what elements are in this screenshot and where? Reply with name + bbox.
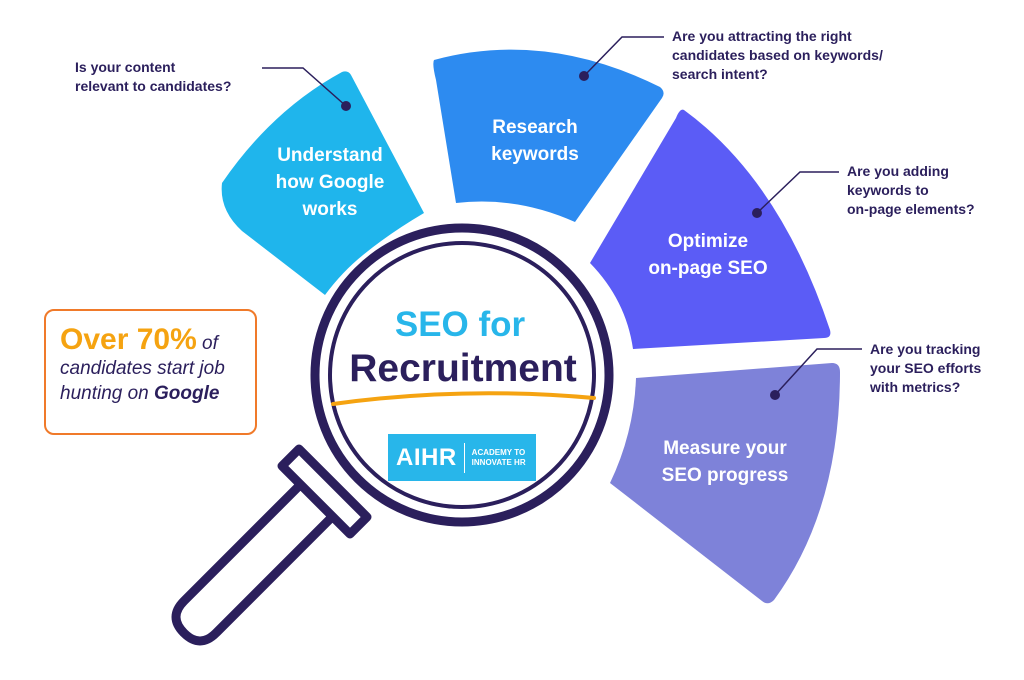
- callout-dot-3: [752, 208, 762, 218]
- stat-callout: Over 70% of candidates start job hunting…: [44, 309, 257, 435]
- logo-main-text: AIHR: [396, 443, 457, 471]
- title-line-2: Recruitment: [349, 347, 577, 390]
- segment-4-label: Measure your SEO progress: [661, 438, 789, 486]
- segment-3-label: Optimize on-page SEO: [648, 231, 768, 279]
- question-2: Are you attracting the right candidates …: [672, 28, 883, 82]
- segment-2-shape: [433, 49, 664, 222]
- question-1: Is your content relevant to candidates?: [75, 59, 232, 94]
- callout-line-3: [756, 171, 839, 214]
- segment-3-shape: [590, 109, 831, 350]
- segment-1-label: Understand how Google works: [275, 145, 385, 220]
- callout-line-2: [583, 36, 664, 77]
- segment-1-shape: [221, 71, 424, 295]
- callout-line-4: [774, 348, 862, 396]
- callout-dot-4: [770, 390, 780, 400]
- question-3: Are you adding keywords to on-page eleme…: [847, 163, 975, 217]
- magnifier-handle: [171, 474, 343, 646]
- logo-subtext: ACADEMY TO INNOVATE HR: [471, 447, 526, 467]
- segment-4-shape: [610, 363, 840, 604]
- question-4: Are you tracking your SEO efforts with m…: [870, 341, 982, 395]
- title-underline: [331, 391, 596, 406]
- logo-separator: [463, 442, 465, 473]
- stat-text-1: of: [196, 333, 218, 354]
- magnifier-collar: [277, 444, 372, 539]
- stat-text-4: Google: [154, 383, 220, 404]
- title-line-1: SEO for: [394, 305, 526, 344]
- callout-line-1: [262, 67, 347, 107]
- stat-text-2: candidates start job: [60, 358, 225, 379]
- callout-dot-2: [579, 71, 589, 81]
- stat-highlight: Over 70%: [60, 323, 197, 356]
- stat-text-3: hunting on: [60, 383, 155, 404]
- segment-2-label: Research keywords: [491, 117, 579, 165]
- callout-dot-1: [341, 101, 351, 111]
- aihr-logo: AIHR ACADEMY TO INNOVATE HR: [388, 434, 536, 481]
